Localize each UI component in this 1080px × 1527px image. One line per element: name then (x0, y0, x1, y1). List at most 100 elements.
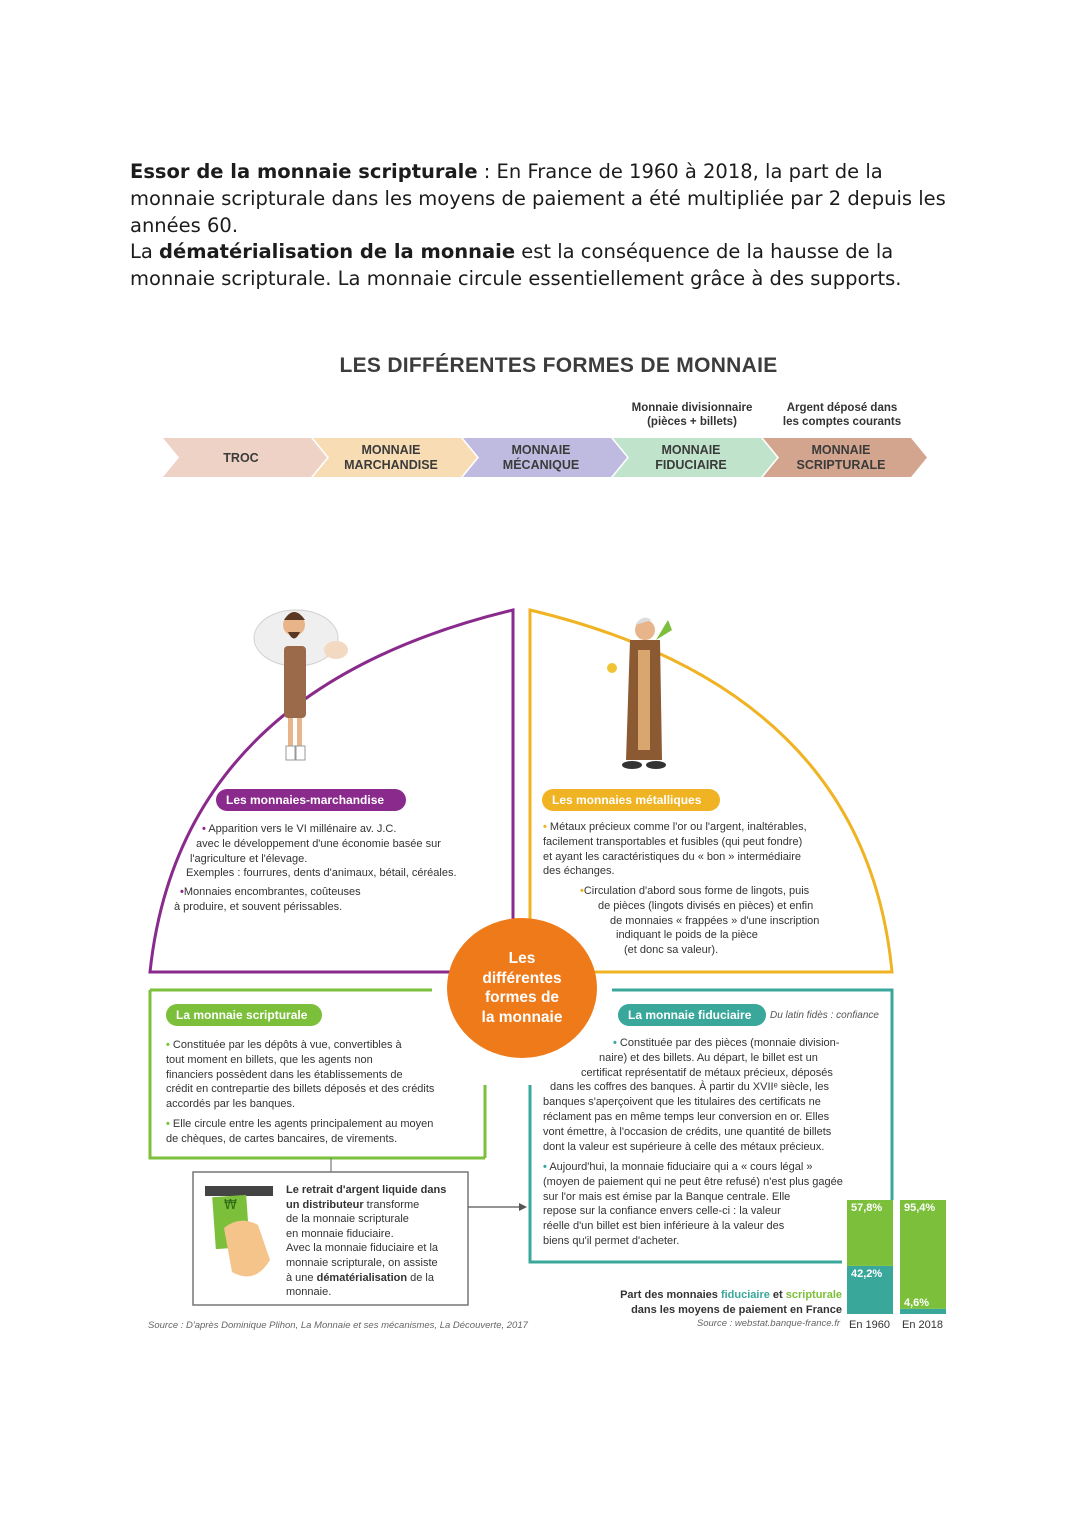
retrait-l5: Avec la monnaie fiduciaire et la (286, 1242, 439, 1255)
scr-b1-l1: Constituée par les dépôts à vue, convert… (172, 1039, 402, 1051)
march-b2-l2: à produire, et souvent périssables. (174, 900, 343, 913)
center-circle: Les différentes formes de la monnaie (447, 918, 597, 1058)
metal-b1-l2: facilement transportables et fusibles (q… (543, 835, 803, 848)
march-b1-l4: Exemples : fourrures, dents d'animaux, b… (186, 867, 457, 880)
timeline-arrows (163, 438, 927, 477)
above-scripturale-line-2: les comptes courants (782, 416, 902, 428)
fid-b1-l2: naire) et des billets. Au départ, le bil… (599, 1051, 818, 1064)
year-2018-label: En 2018 (902, 1319, 943, 1331)
intro-p1-text: : En France de 1960 à 2018, la part de l… (130, 160, 946, 237)
retrait-l1: Le retrait d'argent liquide dans (286, 1184, 447, 1196)
metal-b2-l4: indiquant le poids de la pièce (616, 929, 758, 942)
bullet-icon: • (613, 1037, 617, 1049)
intro-paragraph-1: Essor de la monnaie scripturale : En Fra… (130, 158, 970, 239)
chart-title: Part des monnaies fiduciaire et scriptur… (560, 1288, 842, 1318)
center-label: Les différentes formes de la monnaie (472, 949, 572, 1027)
fiduciaire-etymology-note: Du latin fidès : confiance (770, 1010, 879, 1021)
chart-title-scr: scripturale (785, 1289, 842, 1301)
marchandise-bullet-1: • Apparition vers le VI millénaire av. J… (186, 822, 496, 881)
retrait-l2-rest: transforme (363, 1198, 420, 1211)
pill-metalliques: Les monnaies métalliques (542, 789, 720, 811)
scripturale-bullet-1: • Constituée par les dépôts à vue, conve… (166, 1038, 476, 1112)
metal-bullet-1: • Métaux précieux comme l'or ou l'argent… (543, 820, 853, 879)
step-marchandise-line-2: MARCHANDISE (344, 458, 438, 472)
step-marchandise-line-1: MONNAIE (361, 443, 421, 457)
center-line-4: la monnaie (481, 1008, 563, 1026)
retrait-l4: en monnaie fiduciaire. (286, 1227, 394, 1240)
fid-b2-l6: biens qu'il permet d'acheter. (543, 1234, 680, 1247)
bullet-icon: • (202, 823, 206, 835)
chart-title-pre: Part des monnaies (620, 1289, 721, 1301)
metal-bullet-2: •Circulation d'abord sous forme de lingo… (580, 884, 850, 958)
intro-p2-pre: La (130, 240, 160, 263)
above-scripturale-label: Argent déposé dans les comptes courants (772, 401, 912, 429)
intro-p2-bold: dématérialisation de la monnaie (159, 240, 516, 263)
chart-title-line-2: dans les moyens de paiement en France (631, 1304, 842, 1316)
marchandise-bullet-2: •Monnaies encombrantes, coûteuses à prod… (174, 885, 474, 915)
fid-b1-l8: dont la valeur est supérieure à celle de… (543, 1140, 825, 1153)
metal-b1-l1: Métaux précieux comme l'or ou l'argent, … (549, 821, 807, 833)
center-line-1: Les (508, 950, 536, 967)
march-b2-l1: Monnaies encombrantes, coûteuses (183, 886, 361, 898)
fid-b1-l6: réclament pas en même temps leur convers… (543, 1110, 830, 1123)
fid-b2-l3: sur l'or mais est émise par la Banque ce… (543, 1190, 791, 1203)
step-mecanique-line-1: MONNAIE (511, 443, 571, 457)
step-scripturale-line-2: SCRIPTURALE (796, 458, 886, 472)
atm-illustration: ₩ (205, 1186, 273, 1277)
metal-b1-l4: des échanges. (543, 865, 615, 878)
intro-p2-text: est la conséquence de la hausse de la mo… (130, 240, 902, 290)
fid-b1-l5: banques s'aperçoivent que les titulaires… (543, 1096, 821, 1109)
metal-b2-l1: Circulation d'abord sous forme de lingot… (583, 885, 810, 897)
timeline-chevron-4 (763, 438, 927, 477)
bullet-icon: • (166, 1118, 170, 1130)
bullet-icon: • (580, 885, 584, 897)
fid-b1-l3: certificat représentatif de métaux préci… (581, 1066, 833, 1079)
retrait-l7: à une (286, 1271, 314, 1284)
metal-frame (528, 608, 894, 974)
fid-b1-l4: dans les coffres des banques. À partir d… (550, 1081, 830, 1094)
above-scripturale-line-1: Argent déposé dans (786, 402, 898, 414)
retrait-text: Le retrait d'argent liquide dans un dist… (286, 1183, 466, 1300)
retrait-end: de la (407, 1271, 434, 1284)
center-line-3: formes de (484, 989, 560, 1006)
fid-b2-l1: Aujourd'hui, la monnaie fiduciaire qui a… (549, 1161, 813, 1173)
pill-scripturale: La monnaie scripturale (166, 1004, 322, 1026)
march-b1-l3: l'agriculture et l'élevage. (190, 852, 308, 865)
fid-b2-l5: réelle d'un billet est bien inférieure à… (543, 1220, 785, 1233)
scripturale-bullet-2: • Elle circule entre les agents principa… (166, 1117, 476, 1147)
metal-b1-l3: et ayant les caractéristiques du « bon »… (543, 850, 802, 863)
metal-b2-l2: de pièces (lingots divisés en pièces) et… (598, 899, 814, 912)
bar-label-fiduciaire-0: 42,2% (851, 1267, 883, 1280)
retrait-arrowhead (519, 1203, 527, 1211)
pill-fiduciaire: La monnaie fiduciaire (618, 1004, 766, 1026)
timeline-chevron-3 (613, 438, 777, 477)
chart-title-mid: et (769, 1289, 786, 1301)
fiduciaire-frame (528, 988, 894, 1264)
diagram-source: Source : D'après Dominique Plihon, La Mo… (148, 1320, 528, 1331)
step-fiduciaire-line-1: MONNAIE (661, 443, 721, 457)
retrait-l6: monnaie scripturale, on assiste (286, 1256, 438, 1269)
chart-source: Source : webstat.banque-france.fr (696, 1318, 840, 1329)
bar-label-scripturale-1: 95,4% (904, 1202, 936, 1214)
scr-b1-l5: accordés par les banques. (166, 1098, 296, 1111)
marchandise-frame (148, 608, 515, 974)
retrait-bold-word: dématérialisation (316, 1271, 408, 1284)
fid-b2-l2: (moyen de paiement qui ne peut être refu… (543, 1175, 843, 1188)
bullet-icon: • (180, 886, 184, 898)
metal-b2-l5: (et donc sa valeur). (624, 944, 719, 957)
diagram-title: LES DIFFÉRENTES FORMES DE MONNAIE (339, 354, 778, 377)
step-troc-line-1: TROC (223, 450, 259, 465)
scr-b1-l3: financiers possèdent dans les établissem… (166, 1068, 403, 1081)
step-mecanique-line-2: MÉCANIQUE (502, 458, 580, 472)
farmer-illustration (253, 609, 348, 761)
timeline-chevron-2 (463, 438, 627, 477)
bullet-icon: • (543, 1161, 547, 1173)
retrait-l3: de la monnaie scripturale (286, 1213, 409, 1226)
march-b1-l1: Apparition vers le VI millénaire av. J.C… (208, 823, 397, 835)
above-fiduciaire-line-2: (pièces + billets) (647, 416, 737, 428)
metal-b2-l3: de monnaies « frappées » d'une inscripti… (610, 914, 820, 927)
timeline-chevron-0 (163, 438, 327, 477)
